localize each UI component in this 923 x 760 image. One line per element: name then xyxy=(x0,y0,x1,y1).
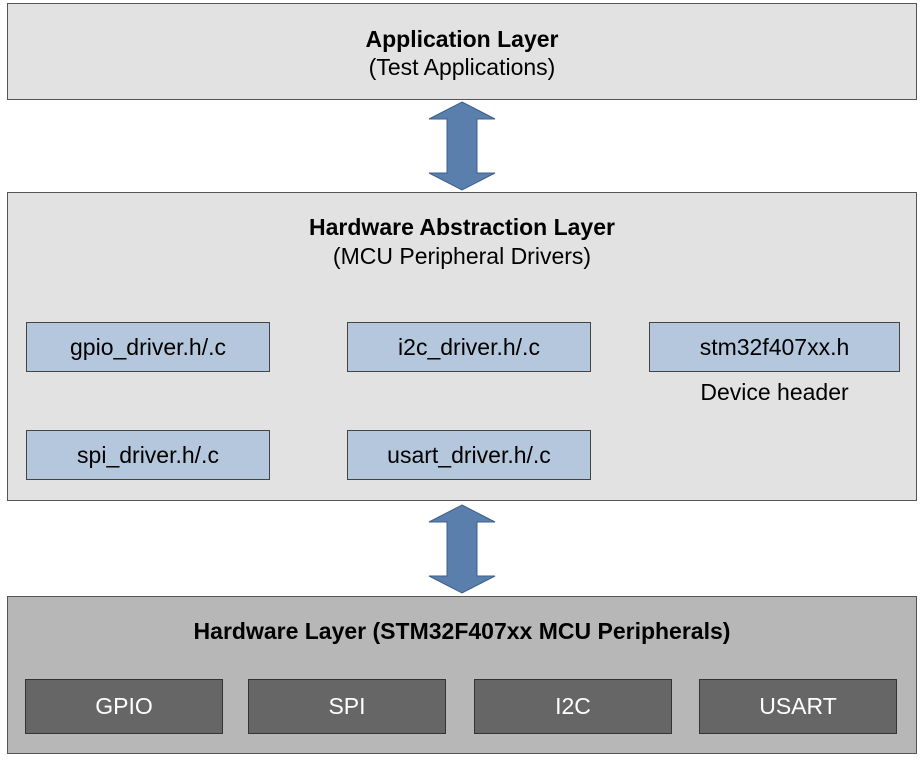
gpio-peripheral: GPIO xyxy=(25,679,223,734)
spi-peripheral: SPI xyxy=(248,679,446,734)
spi-driver-module: spi_driver.h/.c xyxy=(26,430,270,480)
hal-layer-title: Hardware Abstraction Layer xyxy=(309,214,615,240)
hardware-abstraction-layer: Hardware Abstraction Layer (MCU Peripher… xyxy=(7,192,917,501)
hardware-layer: Hardware Layer (STM32F407xx MCU Peripher… xyxy=(7,596,917,754)
hardware-layer-title: Hardware Layer (STM32F407xx MCU Peripher… xyxy=(193,618,731,644)
bidirectional-arrow-icon xyxy=(428,101,496,191)
device-header-module: stm32f407xx.h xyxy=(649,322,900,372)
i2c-peripheral: I2C xyxy=(474,679,672,734)
hal-layer-subtitle: (MCU Peripheral Drivers) xyxy=(332,243,592,269)
application-layer-subtitle: (Test Applications) xyxy=(368,54,556,80)
bidirectional-arrow-icon xyxy=(428,504,496,594)
gpio-driver-module: gpio_driver.h/.c xyxy=(26,322,270,372)
usart-peripheral: USART xyxy=(699,679,897,734)
device-header-caption: Device header xyxy=(700,379,849,405)
usart-driver-module: usart_driver.h/.c xyxy=(347,430,591,480)
application-layer-title: Application Layer xyxy=(365,26,559,52)
application-layer: Application Layer (Test Applications) xyxy=(7,3,917,100)
i2c-driver-module: i2c_driver.h/.c xyxy=(347,322,591,372)
